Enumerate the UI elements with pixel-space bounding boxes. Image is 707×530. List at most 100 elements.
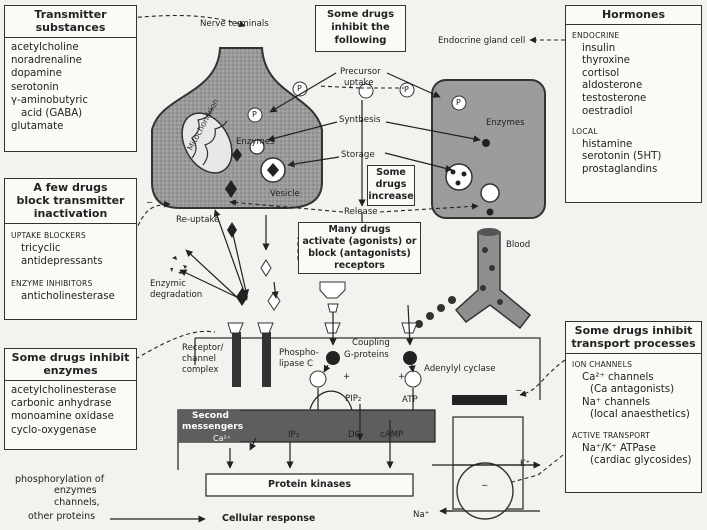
enzyme-item: cyclo-oxygenase <box>11 424 97 436</box>
label-p2: P <box>252 110 257 119</box>
agonists-4: receptors <box>334 260 385 271</box>
protein-kinases-box <box>205 473 414 497</box>
vesicle-small <box>249 139 265 155</box>
uptake-blockers-heading: UPTAKE BLOCKERS <box>11 231 86 240</box>
label-nerve-terminals: Nerve terminals <box>200 19 269 29</box>
enzyme-item: carbonic anhydrase <box>11 398 112 410</box>
label-receptor: Receptor/ <box>182 343 224 353</box>
label-adenylyl: Adenylyl cyclase <box>424 364 496 374</box>
label-plus-1: + <box>343 372 351 382</box>
label-dg: DG <box>348 430 362 440</box>
label-atp: ATP <box>402 395 418 405</box>
enzyme-inhibitors-heading: ENZYME INHIBITORS <box>11 278 93 288</box>
enzymes-title-2: enzymes <box>43 364 98 377</box>
enzymes-title-1: Some drugs inhibit <box>11 351 130 364</box>
label-p3: P <box>404 85 409 94</box>
label-precursor: Precursor <box>340 67 381 77</box>
hormone-item: aldosterone <box>582 80 643 92</box>
label-phospho: Phospho- <box>279 348 319 358</box>
label-ca: Ca²⁺ <box>213 434 231 443</box>
label-minus-1: − <box>146 198 154 208</box>
label-endocrine-cell: Endocrine gland cell <box>438 36 526 46</box>
transmitter-item: γ-aminobutyric <box>11 94 88 106</box>
transmitter-item: noradrenaline <box>11 55 82 67</box>
label-phosphorylation: phosphorylation of <box>15 474 105 485</box>
g-protein-right <box>403 351 417 365</box>
agonists-1: Many drugs <box>328 224 391 235</box>
endocrine-vesicle <box>445 163 473 191</box>
receptor-channel-left <box>232 332 241 387</box>
label-phos-other: other proteins <box>28 511 96 522</box>
label-enzymic: Enzymic <box>150 279 186 289</box>
label-coupling: Coupling <box>352 338 390 348</box>
receptor-channel-right <box>262 332 271 387</box>
hormone-item: insulin <box>582 42 616 54</box>
inhibit-following-2: inhibit the <box>331 22 390 33</box>
local-hormone-item: histamine <box>582 138 633 150</box>
active-item: Na⁺/K⁺ ATPase <box>582 442 656 454</box>
label-messengers: messengers <box>182 422 244 432</box>
nerve-terminal <box>151 47 323 209</box>
blood-vessel <box>454 231 532 330</box>
label-cellular-response: Cellular response <box>222 513 316 524</box>
transmitter-item: dopamine <box>11 68 62 80</box>
agonists-3: block (antagonists) <box>308 248 411 259</box>
ion-item: (Ca antagonists) <box>590 384 675 396</box>
label-phos-channels: channels, <box>54 497 100 508</box>
hormone-item: testosterone <box>582 92 647 104</box>
label-release: Release <box>344 207 378 217</box>
label-p4: P <box>456 98 461 107</box>
label-enzymes-left: Enzymes <box>236 137 275 147</box>
label-channel: channel <box>182 354 217 364</box>
label-protein-kinases: Protein kinases <box>268 479 351 490</box>
label-naplus: Na⁺ <box>413 510 430 520</box>
local-heading: LOCAL <box>572 127 598 137</box>
inhibit-following-3: following <box>334 35 387 46</box>
g-protein-left <box>326 351 340 365</box>
label-storage: Storage <box>341 150 375 160</box>
label-minus-3: − <box>515 386 523 396</box>
transmitter-item: glutamate <box>11 121 64 133</box>
label-gproteins: G-proteins <box>344 350 389 360</box>
label-minus-4: − <box>481 481 489 491</box>
label-lipase: lipase C <box>279 359 313 369</box>
hormone-item: oestradiol <box>582 105 633 117</box>
ion-item: (local anaesthetics) <box>590 409 690 421</box>
label-camp: cAMP <box>380 430 404 440</box>
drugs-increase-2: drugs <box>375 179 407 190</box>
drugs-increase-3: increase <box>368 191 414 202</box>
active-transport-heading: ACTIVE TRANSPORT <box>572 430 651 440</box>
label-uptake: uptake <box>344 78 374 88</box>
local-hormone-item: prostaglandins <box>582 163 658 175</box>
ion-channels-heading: ION CHANNELS <box>572 360 633 369</box>
label-ip3: IP₃ <box>288 430 300 440</box>
label-plus-2: + <box>398 372 406 382</box>
enzyme-item: monoamine oxidase <box>11 411 114 423</box>
transport-title-1: Some drugs inhibit <box>574 324 693 337</box>
hormone-item: thyroxine <box>582 55 630 67</box>
label-phos-enzymes: enzymes <box>54 485 97 496</box>
transmitter-item: acid (GABA) <box>21 108 83 120</box>
endocrine-heading: ENDOCRINE <box>572 31 620 40</box>
label-reuptake: Re-uptake <box>176 215 220 225</box>
agonists-2: activate (agonists) or <box>302 236 417 247</box>
label-second: Second <box>192 411 229 421</box>
block-title-2: block transmitter <box>16 194 125 207</box>
uptake-item: antidepressants <box>21 256 103 268</box>
drugs-increase-box: Some drugs increase <box>367 165 415 206</box>
transmitter-item: acetylcholine <box>11 42 79 53</box>
hormones-title: Hormones <box>566 6 701 25</box>
transmitter-item: serotonin <box>11 81 59 93</box>
label-blood: Blood <box>506 240 531 250</box>
label-pip2: PIP₂ <box>345 394 362 404</box>
hormone-item: cortisol <box>582 67 620 79</box>
label-complex: complex <box>182 365 219 375</box>
label-p1: P <box>297 84 302 93</box>
hormones-box: Hormones ENDOCRINE insulin thyroxine cor… <box>565 5 702 203</box>
enzyme-inhibitor-item: anticholinesterase <box>21 290 115 302</box>
label-degradation: degradation <box>150 290 203 300</box>
